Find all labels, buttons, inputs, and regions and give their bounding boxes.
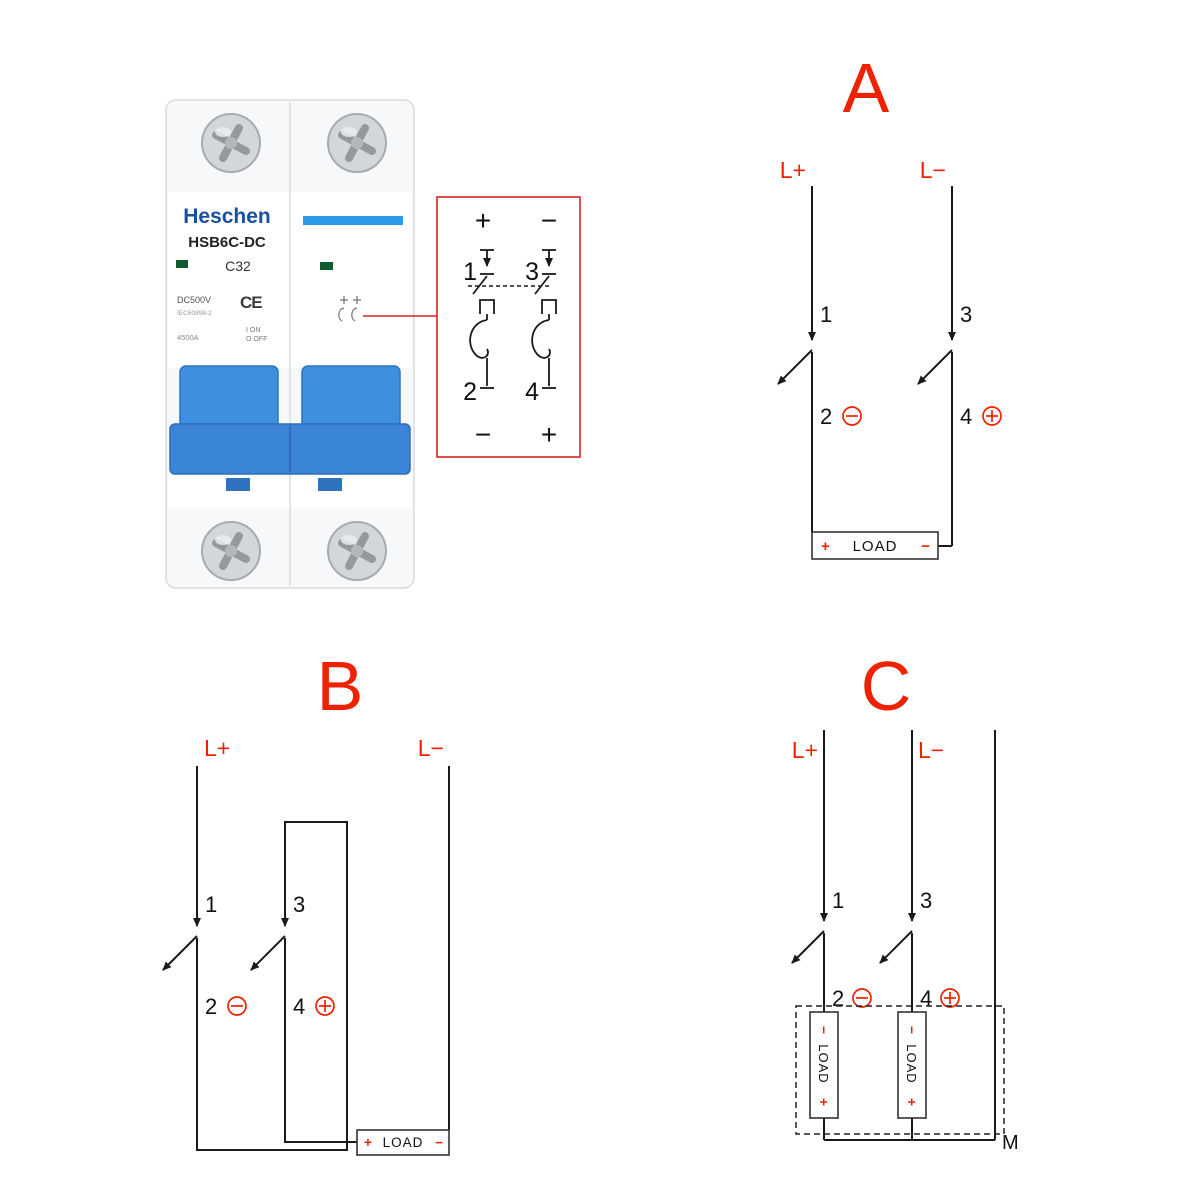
voltage-label: DC500V — [177, 295, 211, 305]
diagram-a-terminal-3: 3 — [960, 302, 972, 327]
load-label: LOAD — [904, 1044, 919, 1083]
diagram-c-load-box-left: − LOAD + — [809, 1011, 839, 1119]
load-top-sign: − — [904, 1026, 920, 1034]
handle-notch-left — [226, 478, 250, 491]
diagram-a-wires — [777, 186, 956, 547]
diagram-c-title: C — [861, 647, 912, 725]
diagram-c-l-minus-label: L− — [918, 737, 944, 763]
schematic-top-plus: + — [475, 205, 491, 236]
model-label: HSB6C-DC — [188, 234, 266, 251]
handle-notch-right — [318, 478, 342, 491]
mounting-screw-top-right — [328, 114, 386, 172]
indicator-led-left — [176, 260, 188, 268]
diagram-b-terminal-3: 3 — [293, 892, 305, 917]
schematic-top-minus: − — [541, 205, 557, 236]
wiring-diagram-a: A L+ L− 1 3 2 4 + LOAD − — [777, 49, 1002, 560]
standard-label: IEC60898-2 — [177, 310, 212, 317]
load-plus-sign: + — [364, 1135, 372, 1150]
load-minus-sign: − — [435, 1135, 443, 1150]
diagram-a-load-box: + LOAD − — [811, 531, 939, 560]
diagram-c-terminal-1: 1 — [832, 888, 844, 913]
diagram-b-terminal-2: 2 — [205, 994, 217, 1019]
schematic-pole-1 — [469, 249, 495, 389]
minus-circle-icon — [852, 988, 872, 1008]
diagram-b-terminal-1: 1 — [205, 892, 217, 917]
diagram-c-terminal-4: 4 — [920, 986, 932, 1011]
on-label: I ON — [246, 327, 260, 334]
blue-stripe — [303, 216, 403, 225]
diagram-c-wires — [791, 730, 996, 1141]
diagram-a-terminal-1: 1 — [820, 302, 832, 327]
load-label: LOAD — [816, 1044, 831, 1083]
diagram-b-terminal-4: 4 — [293, 994, 305, 1019]
diagram-b-wires — [162, 766, 450, 1151]
schematic-pole-2 — [531, 249, 557, 389]
schematic-terminal-2: 2 — [463, 378, 477, 406]
schematic-terminal-4: 4 — [525, 378, 539, 406]
breaker-body — [165, 99, 415, 589]
diagram-b-l-plus-label: L+ — [204, 735, 230, 761]
diagram-a-title: A — [843, 49, 890, 127]
minus-circle-icon — [842, 406, 862, 426]
diagram-b-load-box: + LOAD − — [356, 1129, 450, 1156]
breaking-capacity-label: 4500A — [177, 333, 199, 342]
wiring-diagram-c: C L+ L− 1 3 2 4 — [791, 647, 1019, 1154]
rating-label: C32 — [225, 258, 251, 274]
mounting-screw-bottom-left — [202, 522, 260, 580]
mounting-screw-bottom-right — [328, 522, 386, 580]
breaker-face-right-pole — [303, 216, 437, 322]
load-label: LOAD — [853, 538, 898, 555]
mini-circuit-symbol — [338, 296, 361, 322]
diagram-c-m-label: M — [1002, 1132, 1019, 1154]
handle-left — [179, 365, 279, 429]
load-top-sign: − — [816, 1026, 832, 1034]
load-group-dashed-box — [795, 1005, 1005, 1135]
diagram-b-title: B — [317, 647, 364, 725]
diagram-a-terminal-4: 4 — [960, 404, 972, 429]
diagram-c-terminal-3: 3 — [920, 888, 932, 913]
pole-schematic-box: + − 1 3 — [436, 196, 581, 458]
breaker-face-left-pole: Heschen HSB6C-DC C32 DC500V CE IEC60898-… — [176, 205, 271, 343]
plus-circle-icon — [982, 406, 1002, 426]
off-label: O OFF — [246, 336, 267, 343]
diagram-a-l-plus-label: L+ — [780, 157, 806, 183]
handle-right — [301, 365, 401, 429]
plus-circle-icon — [315, 996, 335, 1016]
toggle-handles — [169, 365, 411, 491]
brand-label: Heschen — [183, 205, 271, 228]
load-minus-sign: − — [921, 538, 930, 555]
minus-circle-icon — [227, 996, 247, 1016]
diagram-c-terminal-2: 2 — [832, 986, 844, 1011]
load-label: LOAD — [383, 1135, 424, 1150]
breaker-and-schematic: Heschen HSB6C-DC C32 DC500V CE IEC60898-… — [165, 99, 581, 589]
ce-mark: CE — [240, 293, 262, 312]
schematic-terminal-3: 3 — [525, 258, 539, 286]
load-bottom-sign: + — [816, 1098, 832, 1106]
diagram-c-l-plus-label: L+ — [792, 737, 818, 763]
indicator-led-right — [320, 262, 333, 270]
diagram-b-l-minus-label: L− — [418, 735, 444, 761]
plus-circle-icon — [940, 988, 960, 1008]
load-plus-sign: + — [821, 538, 830, 555]
schematic-bottom-plus: + — [541, 419, 557, 450]
load-bottom-sign: + — [904, 1098, 920, 1106]
schematic-terminal-1: 1 — [463, 258, 477, 286]
schematic-bottom-minus: − — [475, 419, 491, 450]
diagram-a-l-minus-label: L− — [920, 157, 946, 183]
diagram-a-terminal-2: 2 — [820, 404, 832, 429]
diagram-c-load-box-right: − LOAD + — [897, 1011, 927, 1119]
mounting-screw-top-left — [202, 114, 260, 172]
wiring-diagram-b: B L+ L− 1 3 2 4 + LOAD — [162, 647, 450, 1156]
